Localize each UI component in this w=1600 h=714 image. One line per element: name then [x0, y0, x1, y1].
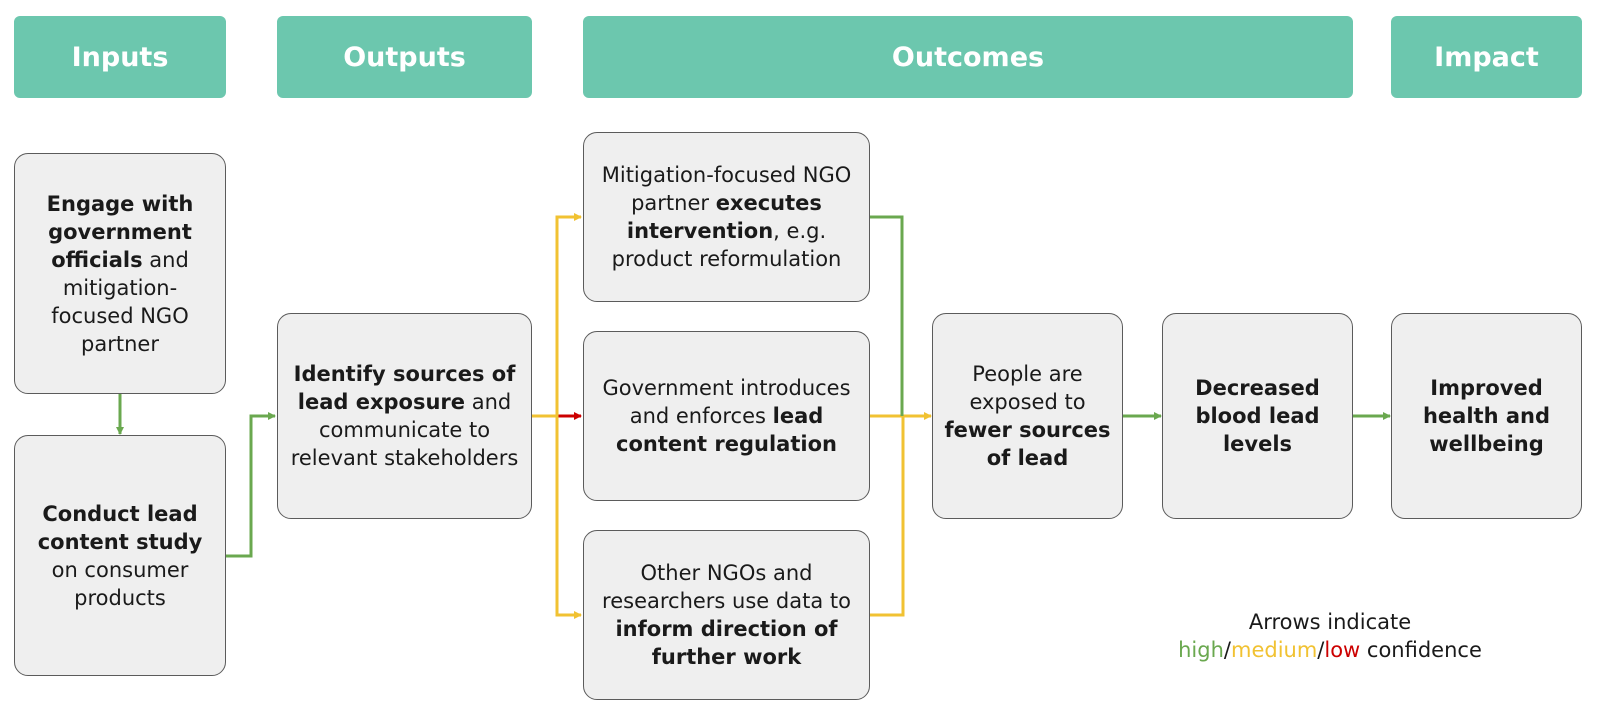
box-mitigation-tail: , e.g. product reformulation: [611, 219, 842, 271]
arrow-conduct-to-identify: [226, 412, 276, 558]
arrow-identify-to-others: [532, 414, 582, 619]
box-others-lead: Other NGOs and researchers use data to: [602, 561, 851, 613]
arrow-identify-to-mitigation: [532, 213, 582, 418]
box-engage-bold: Engage with government officials: [46, 191, 194, 272]
legend-sep-1: /: [1223, 638, 1231, 662]
box-government-regulation: Government introduces and enforces lead …: [583, 331, 870, 501]
header-inputs-label: Inputs: [71, 41, 169, 73]
box-government-text: Government introduces and enforces lead …: [594, 374, 859, 458]
box-improved-text: Improved health and wellbeing: [1402, 374, 1571, 458]
box-identify-rest: and communicate to relevant stakeholders: [290, 390, 519, 470]
box-mitigation-intervention: Mitigation-focused NGO partner executes …: [583, 132, 870, 302]
legend-low: low: [1324, 638, 1361, 662]
header-outputs: Outputs: [277, 16, 532, 98]
box-decreased-text: Decreased blood lead levels: [1173, 374, 1342, 458]
arrow-mitigation-to-people: [870, 215, 904, 416]
arrow-others-to-people: [870, 416, 905, 617]
legend-line1: Arrows indicate: [1248, 610, 1412, 634]
legend-high: high: [1178, 638, 1224, 662]
header-outcomes: Outcomes: [583, 16, 1353, 98]
box-government-lead: Government introduces and enforces: [602, 376, 851, 428]
box-improved-health: Improved health and wellbeing: [1391, 313, 1582, 519]
box-people-bold: fewer sources of lead: [944, 418, 1111, 470]
box-engage-rest: and mitigation-focused NGO partner: [51, 247, 189, 356]
header-impact-label: Impact: [1434, 41, 1539, 73]
legend-line2: high/medium/low confidence: [1160, 636, 1500, 664]
box-identify-text: Identify sources of lead exposure and co…: [288, 360, 521, 472]
box-government-bold: lead content regulation: [616, 404, 837, 456]
box-others-bold: inform direction of further work: [615, 617, 838, 669]
box-decreased-blood-lead: Decreased blood lead levels: [1162, 313, 1353, 519]
box-mitigation-text: Mitigation-focused NGO partner executes …: [594, 161, 859, 273]
box-identify-bold: Identify sources of lead exposure: [293, 362, 516, 414]
box-mitigation-lead: Mitigation-focused NGO partner: [601, 163, 852, 215]
box-engage-government: Engage with government officials and mit…: [14, 153, 226, 394]
box-people-exposed: People are exposed to fewer sources of l…: [932, 313, 1123, 519]
box-people-text: People are exposed to fewer sources of l…: [943, 360, 1112, 472]
legend-medium: medium: [1230, 638, 1318, 662]
box-improved-bold: Improved health and wellbeing: [1422, 376, 1550, 456]
box-identify-sources: Identify sources of lead exposure and co…: [277, 313, 532, 519]
header-impact: Impact: [1391, 16, 1582, 98]
box-people-lead: People are exposed to: [969, 362, 1086, 414]
box-engage-text: Engage with government officials and mit…: [25, 190, 215, 358]
header-outcomes-label: Outcomes: [891, 41, 1045, 73]
box-decreased-bold: Decreased blood lead levels: [1195, 376, 1320, 456]
box-other-ngos: Other NGOs and researchers use data to i…: [583, 530, 870, 700]
legend-suffix: confidence: [1360, 638, 1482, 662]
header-inputs: Inputs: [14, 16, 226, 98]
header-outputs-label: Outputs: [343, 41, 466, 73]
box-conduct-rest: on consumer products: [51, 557, 189, 610]
box-conduct-bold: Conduct lead content study: [37, 501, 203, 554]
arrow-legend: Arrows indicate high/medium/low confiden…: [1160, 608, 1500, 664]
legend-sep-2: /: [1317, 638, 1325, 662]
box-conduct-text: Conduct lead content study on consumer p…: [25, 500, 215, 612]
box-others-text: Other NGOs and researchers use data to i…: [594, 559, 859, 671]
box-mitigation-bold: executes intervention: [626, 191, 822, 243]
box-conduct-study: Conduct lead content study on consumer p…: [14, 435, 226, 676]
